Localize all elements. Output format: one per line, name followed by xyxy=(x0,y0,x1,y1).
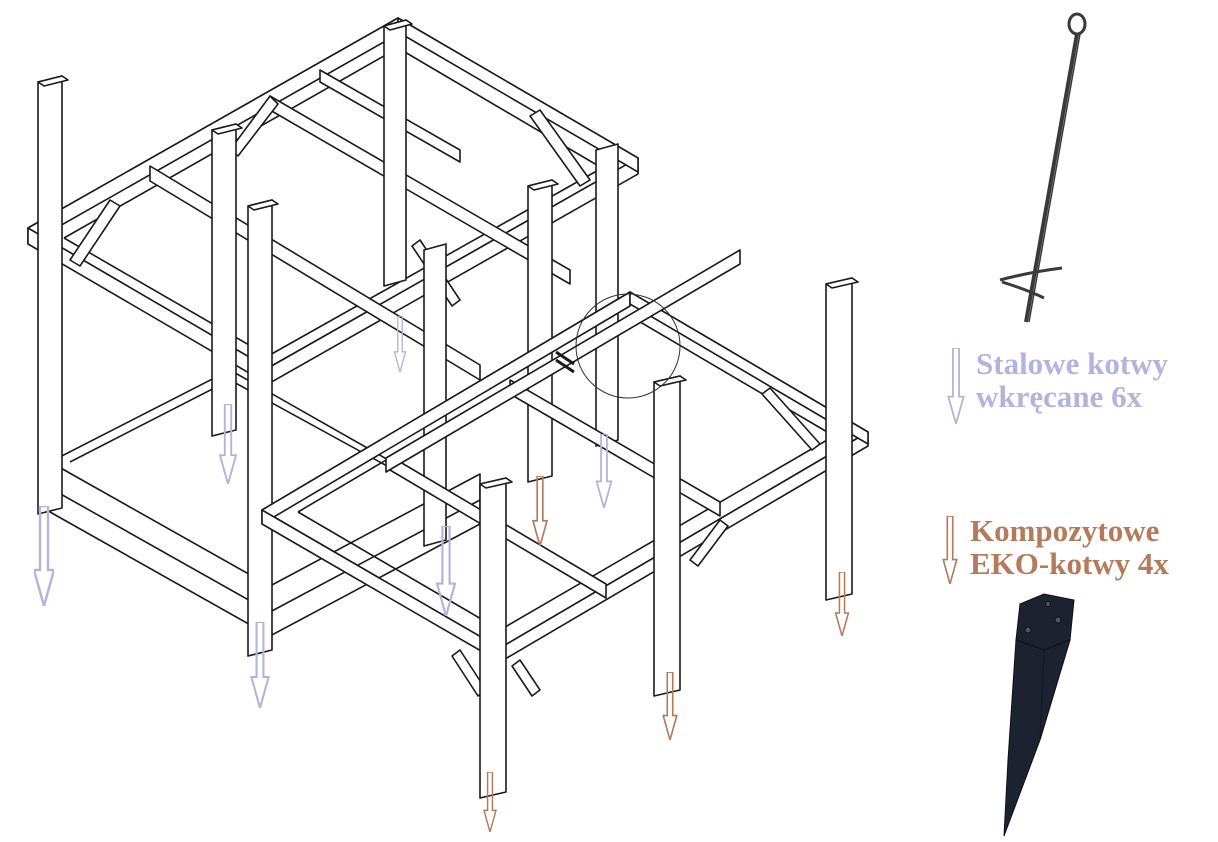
composite-anchor-legend-line1: Kompozytowe xyxy=(970,513,1160,548)
tower-posts xyxy=(37,19,619,657)
composite-eko-anchor-image xyxy=(1003,593,1075,837)
wooden-frame-structure xyxy=(27,17,869,799)
steel-anchor-legend-line1: Stalowe kotwy xyxy=(976,346,1169,381)
steel-anchor-legend: Stalowe kotwy wkręcane 6x xyxy=(976,347,1168,413)
composite-anchor-arrow-1 xyxy=(531,476,549,546)
platform-posts xyxy=(479,277,859,799)
composite-anchor-arrow-5 xyxy=(942,516,958,584)
steel-anchor-legend-line2: wkręcane 6x xyxy=(976,379,1143,414)
steel-anchor-arrow-7 xyxy=(947,348,965,424)
steel-anchor-arrow-1 xyxy=(34,506,54,606)
composite-anchor-legend-line2: EKO-kotwy 4x xyxy=(970,546,1169,581)
steel-screw-anchor-image xyxy=(999,12,1087,323)
detail-circle xyxy=(575,293,681,399)
composite-anchor-legend: Kompozytowe EKO-kotwy 4x xyxy=(970,514,1169,580)
front-platform-frame xyxy=(261,249,869,697)
